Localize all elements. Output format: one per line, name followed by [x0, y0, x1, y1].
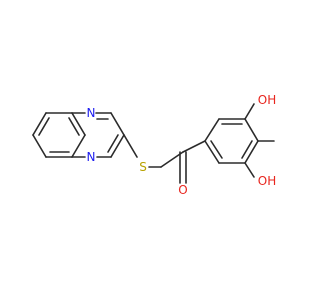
bond [32, 134, 47, 158]
bond [110, 134, 125, 158]
nitrogen-label-bottom: N [87, 150, 96, 164]
double-bond [210, 140, 223, 159]
bond [204, 140, 220, 164]
catechol-ring [204, 103, 275, 178]
bond [182, 140, 206, 153]
sulfur-label: S [139, 160, 147, 174]
bond [71, 112, 86, 136]
hydroxyl-label-meta: OH [258, 174, 276, 188]
molecule-structure: N N S O OH OH [32, 93, 277, 197]
double-bond [38, 117, 50, 136]
benzo-ring [32, 112, 86, 158]
bond [110, 112, 125, 136]
double-bond [107, 134, 119, 153]
bond [244, 140, 259, 164]
bond [244, 103, 255, 120]
double-bond [241, 140, 253, 159]
bond [244, 162, 255, 178]
bond [71, 134, 86, 158]
bond [123, 134, 138, 158]
hydroxyl-label-para: OH [258, 93, 276, 107]
oxygen-label-ketone: O [178, 183, 187, 197]
bond [244, 118, 259, 142]
double-bond [68, 117, 80, 136]
atom-labels: N N S O OH OH [87, 93, 277, 197]
bond [204, 118, 220, 142]
bond [32, 112, 47, 136]
pyrazine-ring [71, 112, 125, 158]
thioether-linker [123, 134, 206, 184]
nitrogen-label-top: N [87, 106, 96, 120]
